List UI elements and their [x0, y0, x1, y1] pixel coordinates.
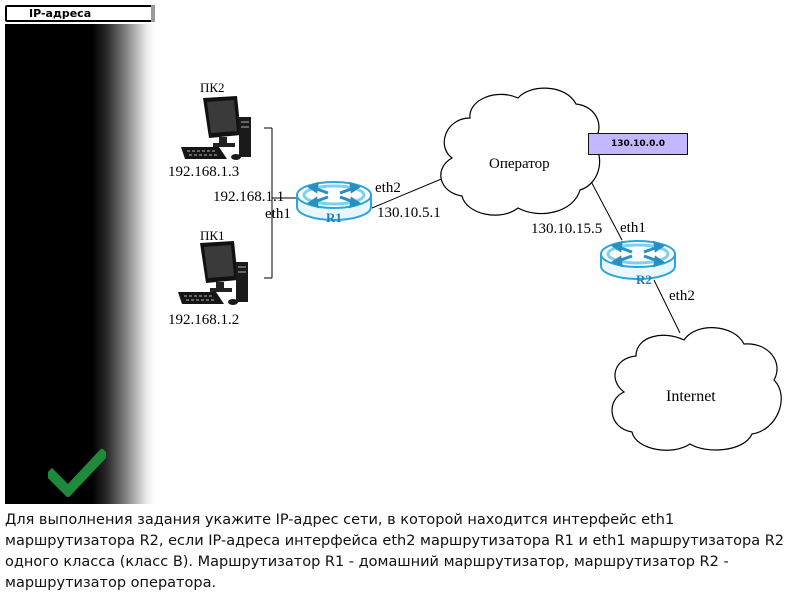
pc2-label: ПК2 [200, 80, 225, 95]
r2-eth1-ip: 130.10.15.5 [531, 221, 602, 237]
r2-name: R2 [636, 272, 652, 287]
check-icon [48, 449, 106, 497]
pc1-label: ПК1 [200, 228, 225, 243]
r1-eth1-ip: 192.168.1.1 [213, 189, 284, 205]
r1-eth1-label: eth1 [265, 206, 291, 222]
pc2-ip: 192.168.1.3 [168, 164, 239, 180]
tab-label: IP-адреса [29, 7, 92, 20]
tab-ip-addresses[interactable]: IP-адреса [5, 5, 155, 22]
operator-label: Оператор [489, 156, 550, 172]
task-description: Для выполнения задания укажите IP-адрес … [5, 512, 785, 591]
sidebar-panel [5, 24, 155, 504]
link-r2-internet [653, 279, 681, 334]
operator-cloud-icon [440, 87, 601, 216]
r1-eth2-ip: 130.10.5.1 [377, 205, 441, 221]
r2-eth2-label: eth2 [669, 288, 695, 304]
subnet-label: 130.10.0.0 [588, 133, 688, 155]
internet-cloud-icon [611, 327, 782, 451]
lan-bracket [264, 127, 296, 279]
r1-name: R1 [326, 210, 342, 225]
pc1-ip: 192.168.1.2 [168, 312, 239, 328]
pc1-computer-icon [178, 241, 248, 305]
r2-eth1-label: eth1 [620, 220, 646, 236]
pc2-computer-icon [181, 96, 251, 160]
r1-eth2-label: eth2 [375, 180, 401, 196]
network-diagram: Оператор Internet ПК2 192.168.1.3 ПК1 19… [168, 80, 782, 451]
internet-label: Internet [666, 388, 716, 405]
